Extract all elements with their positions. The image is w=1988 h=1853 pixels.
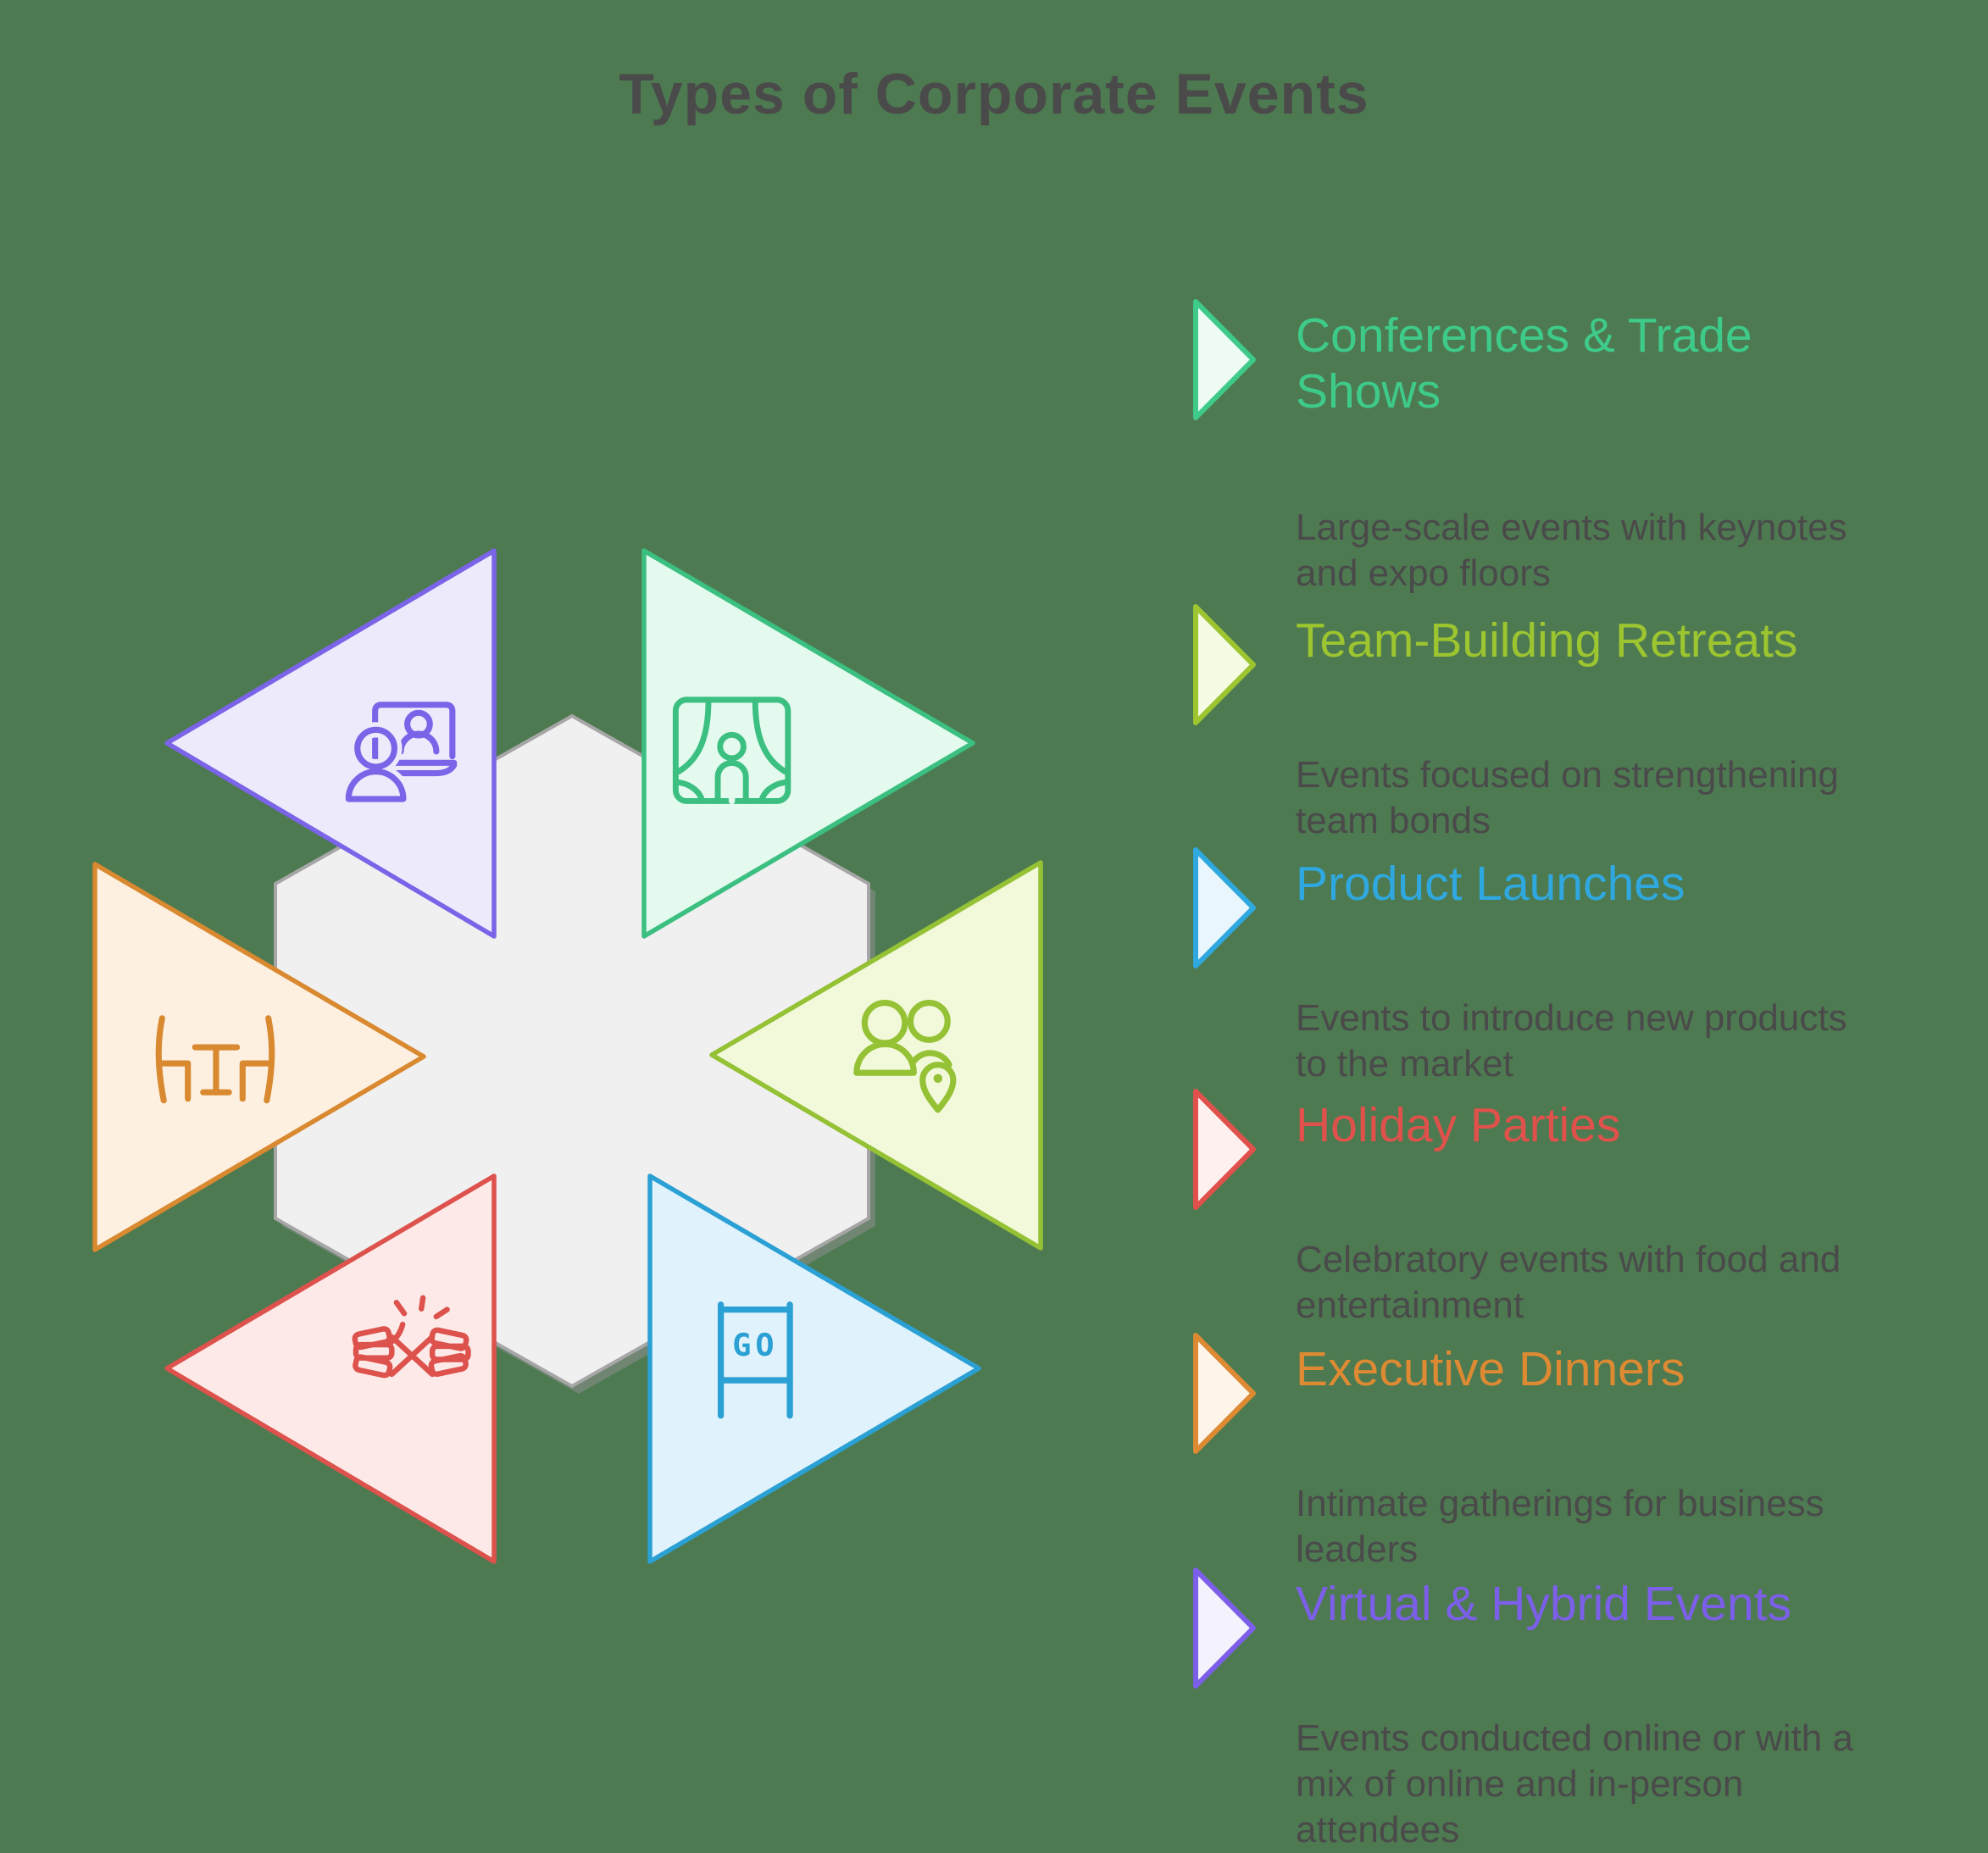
hexagon-pinwheel-diagram: GO (92, 548, 1043, 1564)
legend-item-label: Holiday Parties (1296, 1098, 1621, 1152)
party-cracker-icon (352, 1295, 471, 1379)
video-call-icon (341, 702, 458, 807)
segment-conferences (641, 548, 975, 939)
go-sign-icon: GO (717, 1301, 793, 1419)
triangle-marker-icon (1193, 604, 1256, 725)
legend-item-executive-dinners: Executive Dinners Intimate gatherings fo… (1193, 1333, 1872, 1573)
segment-product-launches (647, 1173, 981, 1564)
page-title: Types of Corporate Events (619, 62, 1369, 126)
legend-item-label: Executive Dinners (1296, 1342, 1685, 1396)
triangle-marker-icon (1193, 1567, 1256, 1689)
legend-item-label: Conferences & Trade Shows (1296, 308, 1752, 419)
triangle-marker-icon (1193, 847, 1256, 968)
segment-team-building (709, 860, 1043, 1251)
legend-item-description: Celebratory events with food and enterta… (1296, 1239, 1841, 1326)
legend-item-description: Large-scale events with keynotes and exp… (1296, 507, 1847, 594)
triangle-marker-icon (1193, 1333, 1256, 1454)
segment-holiday-parties (164, 1173, 497, 1564)
legend-item-conferences: Conferences & Trade Shows Large-scale ev… (1193, 299, 1872, 596)
triangle-marker-icon (1193, 299, 1256, 420)
legend-item-label: Team-Building Retreats (1296, 613, 1798, 668)
segment-executive-dinners (92, 862, 426, 1252)
legend-item-description: Events focused on strengthening team bon… (1296, 754, 1839, 841)
legend-item-holiday-parties: Holiday Parties Celebratory events with … (1193, 1089, 1872, 1329)
dinner-table-icon (155, 1015, 275, 1104)
legend-item-description: Events to introduce new products to the … (1296, 997, 1847, 1085)
segment-virtual-hybrid (164, 548, 497, 939)
legend-item-description: Events conducted online or with a mix of… (1296, 1717, 1853, 1850)
legend-item-description: Intimate gatherings for business leaders (1296, 1483, 1824, 1570)
go-sign-label: GO (732, 1327, 778, 1363)
stage-curtains-icon (672, 696, 791, 805)
legend-item-label: Product Launches (1296, 857, 1685, 911)
legend-item-product-launches: Product Launches Events to introduce new… (1193, 847, 1872, 1087)
legend-item-virtual-hybrid: Virtual & Hybrid Events Events conducted… (1193, 1567, 1872, 1853)
legend-item-label: Virtual & Hybrid Events (1296, 1577, 1792, 1631)
legend-item-team-building: Team-Building Retreats Events focused on… (1193, 604, 1872, 844)
people-location-icon (853, 999, 957, 1113)
triangle-marker-icon (1193, 1089, 1256, 1210)
